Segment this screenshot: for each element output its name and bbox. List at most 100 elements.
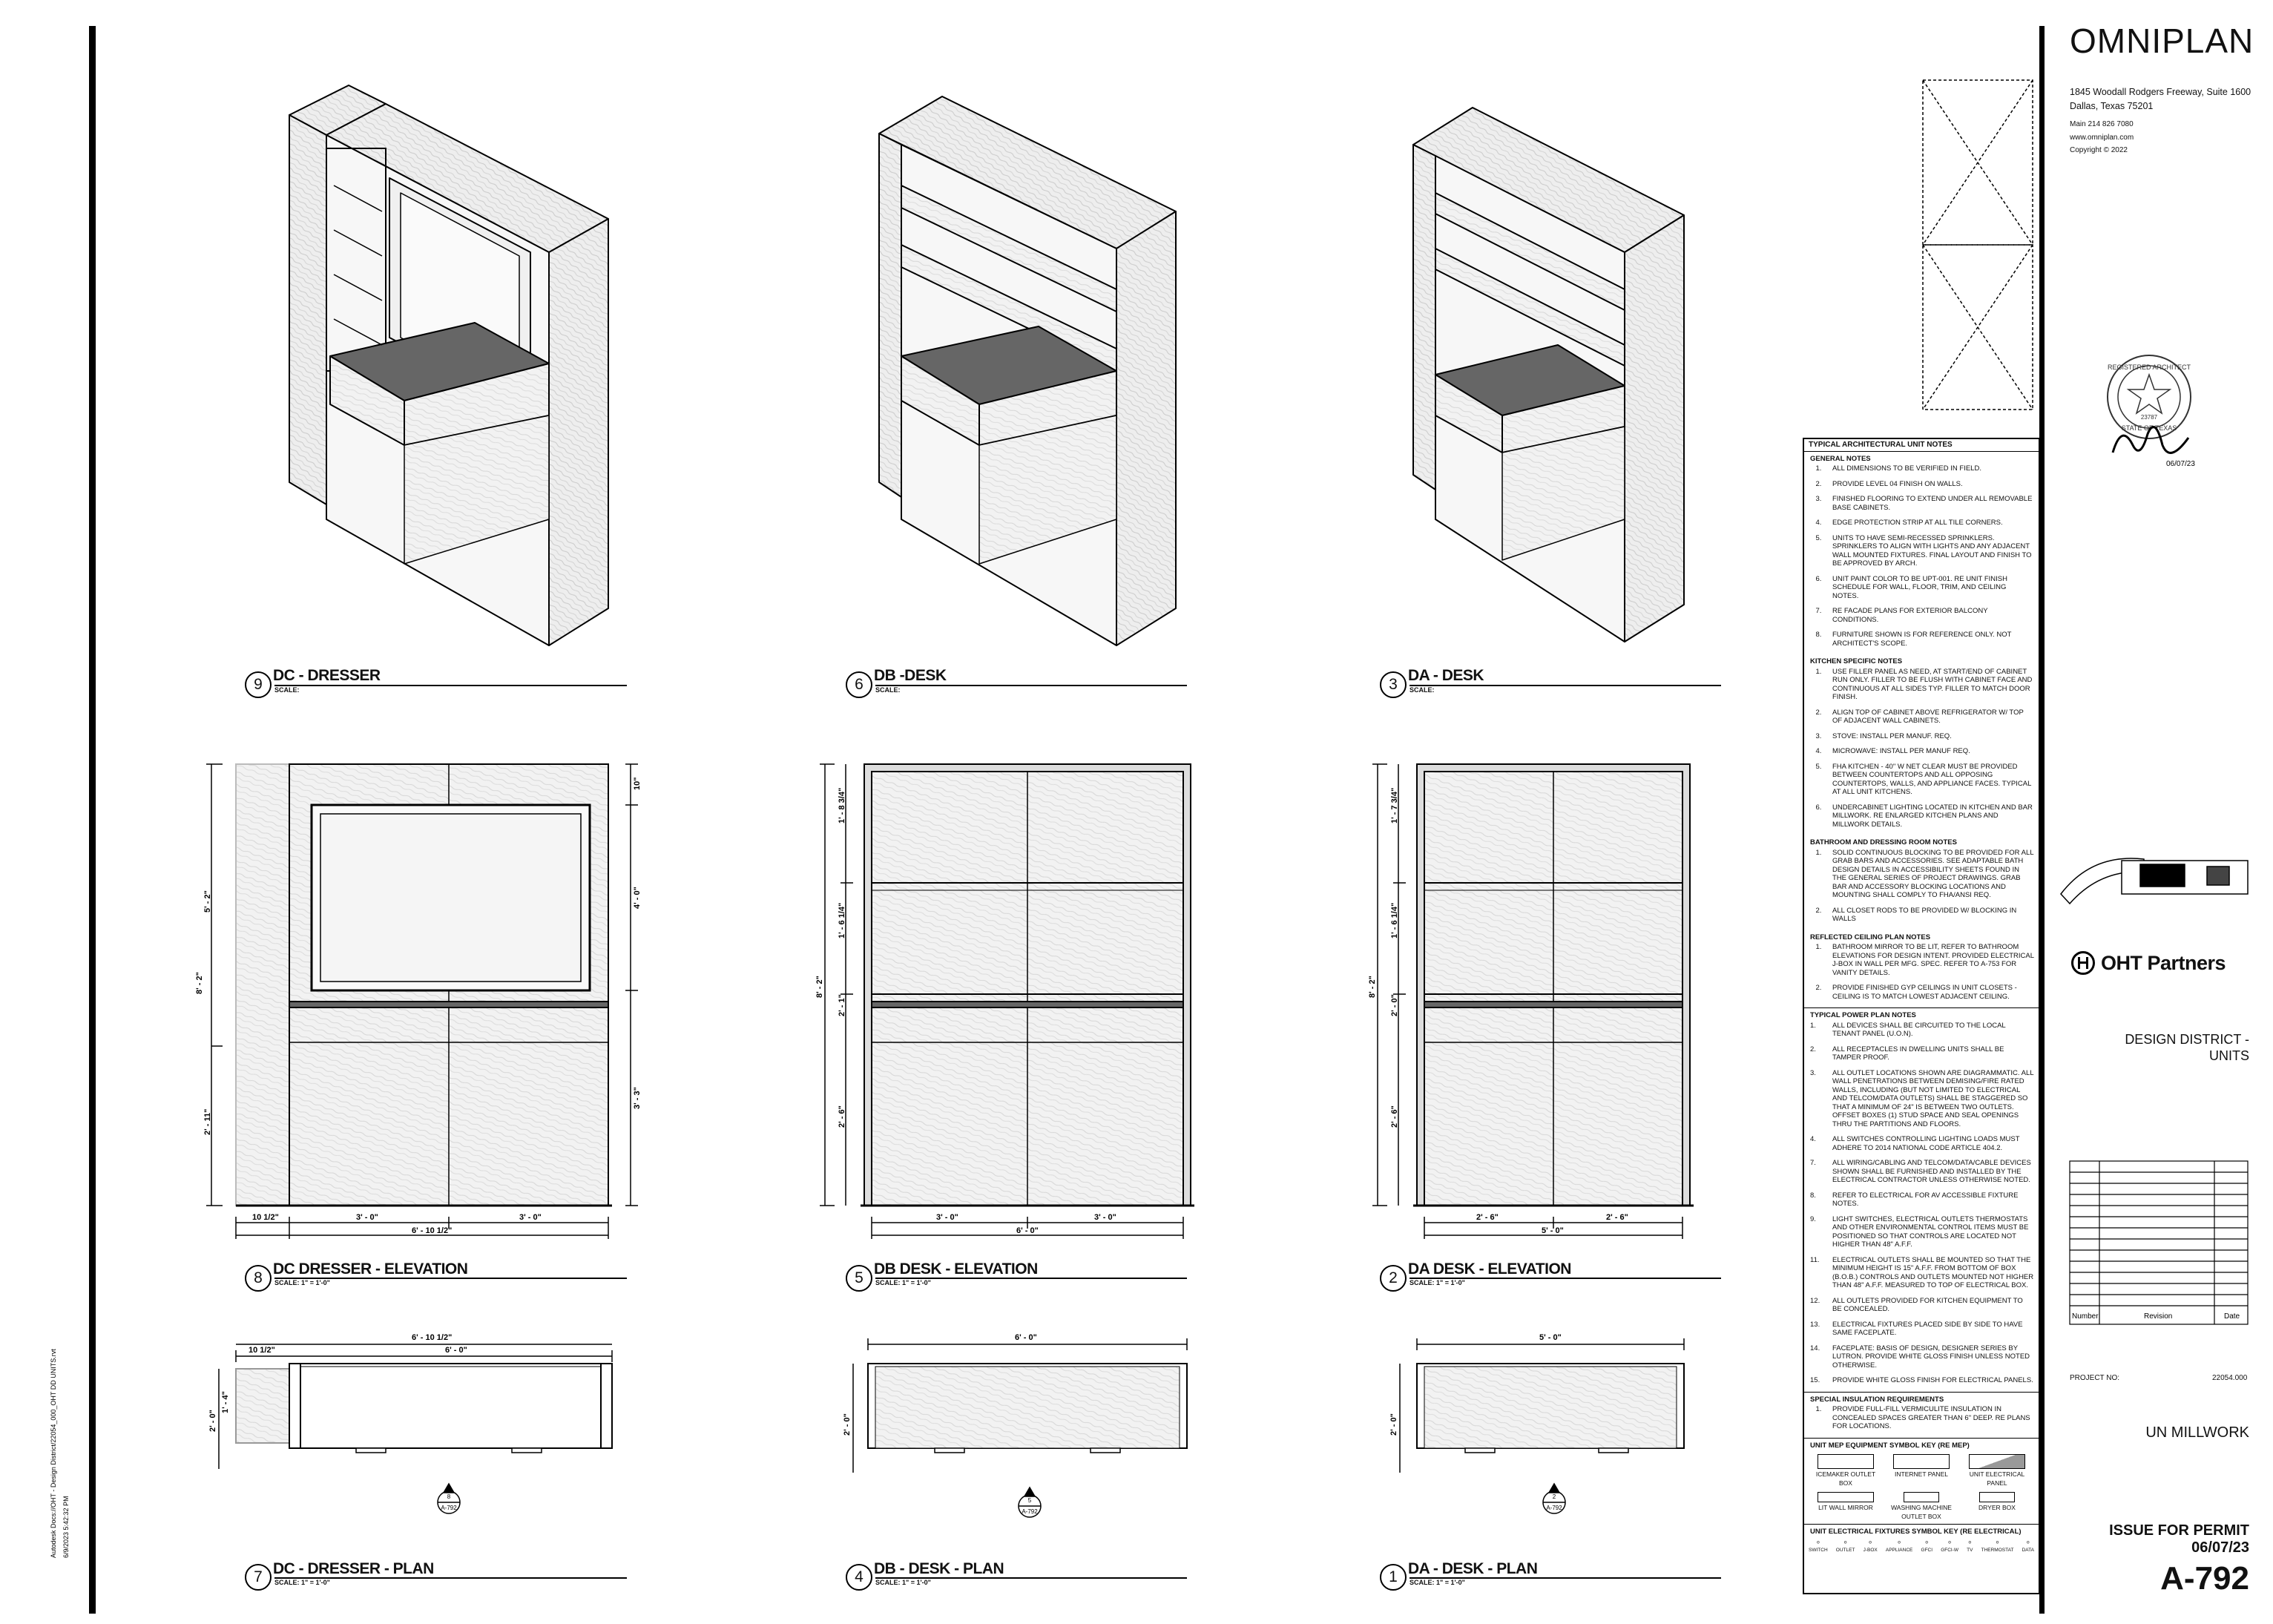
note-item: SOLID CONTINUOUS BLOCKING TO BE PROVIDED… (1823, 849, 2034, 900)
note-item: UNITS TO HAVE SEMI-RECESSED SPRINKLERS. … (1823, 534, 2034, 568)
view-scale-1: SCALE: 1" = 1'-0" (1409, 1579, 1465, 1586)
note-number: 14. (1810, 1344, 1820, 1352)
mep-item: LIT WALL MIRROR (1810, 1492, 1881, 1521)
notes-header: TYPICAL ARCHITECTURAL UNIT NOTES (1804, 439, 2039, 452)
note-item: ALIGN TOP OF CABINET ABOVE REFRIGERATOR … (1823, 709, 2034, 726)
view-title-3: DA - DESK (1408, 667, 1484, 684)
iso-da-desk (1412, 107, 1685, 642)
dim-text: 1' - 6 1/4" (1390, 903, 1399, 938)
elec-key-item: ◦J-BOX (1864, 1535, 1878, 1555)
rev-col-revision: Revision (2144, 1312, 2172, 1321)
dim-text: 3' - 0" (519, 1213, 542, 1222)
elec-key-label: DATA (2022, 1548, 2034, 1553)
seal-top-text: REGISTERED ARCHITECT (2108, 364, 2191, 371)
view-title-9: DC - DRESSER (273, 667, 381, 684)
dim-text: 2' - 0" (1390, 994, 1399, 1016)
note-item: 1.ALL DEVICES SHALL BE CIRCUITED TO THE … (1810, 1022, 2034, 1039)
mep-key-title: UNIT MEP EQUIPMENT SYMBOL KEY (RE MEP) (1810, 1441, 1970, 1450)
elec-key-item: ◦GFCI (1921, 1535, 1933, 1555)
rcp-notes-list: BATHROOM MIRROR TO BE LIT, REFER TO BATH… (1804, 943, 2039, 1001)
note-item: 13. ELECTRICAL FIXTURES PLACED SIDE BY SI… (1810, 1321, 2034, 1338)
note-text: FACEPLATE: BASIS OF DESIGN, DESIGNER SER… (1832, 1344, 2030, 1370)
view-title-2: DA DESK - ELEVATION (1408, 1260, 1571, 1278)
dim-text: 10" (633, 778, 642, 790)
note-item: RE FACADE PLANS FOR EXTERIOR BALCONY CON… (1823, 607, 2034, 624)
note-item: UNIT PAINT COLOR TO BE UPT-001. RE UNIT … (1823, 575, 2034, 601)
elec-key-label: GFCI (1921, 1548, 1933, 1553)
dim-text: 10 1/2" (249, 1346, 275, 1355)
view-scale-3: SCALE: (1409, 686, 1435, 694)
sheet-number: A-792 (2160, 1560, 2249, 1597)
signature-icon (2111, 425, 2190, 454)
note-number: 3. (1810, 1068, 1816, 1077)
view-bubble-4: 4 (846, 1564, 872, 1591)
issue-status: ISSUE FOR PERMIT (2109, 1522, 2249, 1539)
view-scale-4: SCALE: 1" = 1'-0" (875, 1579, 931, 1586)
seal-date: 06/07/23 (2166, 460, 2195, 468)
note-number: 11. (1810, 1255, 1820, 1264)
iso-dc-dresser (289, 85, 609, 646)
dim-text: 2' - 6" (1390, 1105, 1399, 1128)
elec-symbol-icon: ◦ (1947, 1535, 1952, 1548)
dim-text: 3' - 0" (936, 1213, 958, 1222)
elec-symbol-icon: ◦ (1924, 1535, 1929, 1548)
view-scale-8: SCALE: 1" = 1'-0" (274, 1279, 330, 1286)
dim-text: 2' - 11" (203, 1109, 212, 1135)
note-number: 7. (1810, 1159, 1816, 1167)
note-item: PROVIDE LEVEL 04 FINISH ON WALLS. (1823, 480, 2034, 489)
elec-key-item: ◦APPLIANCE (1886, 1536, 1913, 1555)
note-text: ELECTRICAL FIXTURES PLACED SIDE BY SIDE … (1832, 1320, 2023, 1338)
note-number: 2. (1810, 1045, 1816, 1053)
elec-key-item: ◦GFCI-W (1941, 1535, 1959, 1555)
dim-text: 3' - 0" (1094, 1213, 1116, 1222)
dim-text: 6' - 0" (1015, 1333, 1037, 1342)
note-item: 15.PROVIDE WHITE GLOSS FINISH FOR ELECTR… (1810, 1376, 2034, 1385)
view-title-6: DB -DESK (874, 667, 947, 684)
power-notes-list: 1.ALL DEVICES SHALL BE CIRCUITED TO THE … (1804, 1022, 2039, 1385)
general-notes-list: ALL DIMENSIONS TO BE VERIFIED IN FIELD. … (1804, 464, 2039, 648)
view-title-4: DB - DESK - PLAN (874, 1560, 1004, 1577)
view-scale-9: SCALE: (274, 686, 300, 694)
elevation-tag-5[interactable]: 5 A-792 (1018, 1486, 1042, 1518)
oht-logo-icon (2071, 951, 2095, 975)
tag-number: 5 (1028, 1497, 1032, 1504)
tag-sheet: A-792 (1546, 1505, 1562, 1511)
note-text: ALL WIRING/CABLING AND TELCOM/DATA/CABLE… (1832, 1159, 2031, 1184)
note-item: 9.LIGHT SWITCHES, ELECTRICAL OUTLETS THE… (1810, 1215, 2034, 1249)
elec-key-label: THERMOSTAT (1981, 1548, 2014, 1553)
note-item: FINISHED FLOORING TO EXTEND UNDER ALL RE… (1823, 495, 2034, 512)
note-text: ELECTRICAL OUTLETS SHALL BE MOUNTED SO T… (1832, 1255, 2034, 1290)
insulation-list: PROVIDE FULL-FILL VERMICULITE INSULATION… (1804, 1405, 2039, 1431)
elec-key-item: ◦SWITCH (1809, 1536, 1828, 1555)
mep-item: UNIT ELECTRICAL PANEL (1961, 1454, 2033, 1487)
project-name-line-2: UNITS (2209, 1048, 2249, 1063)
dim-text: 8' - 2" (195, 972, 204, 994)
revision-table-headers: Number Revision Date (2072, 1312, 2240, 1321)
elevation-tag-8[interactable]: 8 A-792 (437, 1482, 461, 1514)
note-number: 13. (1810, 1320, 1820, 1329)
note-item: 12.ALL OUTLETS PROVIDED FOR KITCHEN EQUI… (1810, 1297, 2034, 1314)
side-file-path: Autodesk Docs://OHT - Design District/22… (50, 1349, 57, 1558)
elev-db-desk (861, 763, 1194, 1207)
sheet-left-border (89, 26, 96, 1614)
note-text: ALL OUTLETS PROVIDED FOR KITCHEN EQUIPME… (1832, 1296, 2023, 1314)
dim-text: 6' - 0" (445, 1346, 467, 1355)
project-number-label: PROJECT NO: (2070, 1374, 2120, 1382)
elec-key-label: GFCI-W (1941, 1548, 1959, 1553)
dryer-box-icon (1979, 1492, 2015, 1502)
view-bubble-1: 1 (1380, 1564, 1407, 1591)
elevation-tag-2[interactable]: 2 A-792 (1542, 1482, 1566, 1514)
note-number: 4. (1810, 1135, 1816, 1143)
view-bubble-2: 2 (1380, 1265, 1407, 1292)
notes-panel: TYPICAL ARCHITECTURAL UNIT NOTES GENERAL… (1803, 438, 2040, 1594)
elec-key-row: ◦SWITCH◦OUTLET◦J-BOX◦APPLIANCE◦GFCI◦GFCI… (1804, 1535, 2039, 1555)
elec-symbol-icon: ◦ (1868, 1535, 1872, 1548)
note-item: MICROWAVE: INSTALL PER MANUF REQ. (1823, 747, 2034, 756)
washer-box-icon (1904, 1492, 1939, 1502)
note-item: BATHROOM MIRROR TO BE LIT, REFER TO BATH… (1823, 943, 2034, 977)
issue-date: 06/07/23 (2191, 1539, 2249, 1556)
note-item: FHA KITCHEN - 40" W NET CLEAR MUST BE PR… (1823, 763, 2034, 797)
note-item: 14. FACEPLATE: BASIS OF DESIGN, DESIGNER … (1810, 1344, 2034, 1370)
elec-key-item: ◦DATA (2022, 1536, 2034, 1555)
